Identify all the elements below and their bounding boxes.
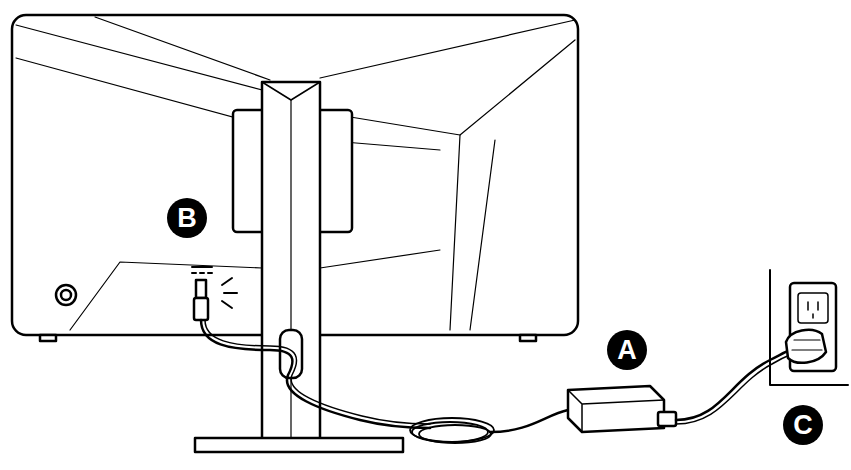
ac-plug bbox=[786, 330, 826, 363]
callout-circle: C bbox=[783, 405, 823, 445]
cable-coil bbox=[410, 418, 494, 443]
power-adapter bbox=[568, 386, 664, 432]
wall bbox=[770, 270, 848, 385]
dc-plug bbox=[196, 280, 206, 298]
callout-circle: B bbox=[167, 198, 207, 238]
stand-base bbox=[195, 438, 403, 452]
power-button bbox=[56, 285, 76, 305]
callout-letter: B bbox=[177, 205, 197, 232]
callout-circle: A bbox=[607, 330, 647, 370]
callout-letter: A bbox=[617, 337, 637, 364]
callout-letter: C bbox=[793, 412, 813, 439]
stand-neck bbox=[262, 82, 320, 440]
dc-cable bbox=[201, 320, 430, 428]
dc-symbol bbox=[192, 267, 212, 273]
